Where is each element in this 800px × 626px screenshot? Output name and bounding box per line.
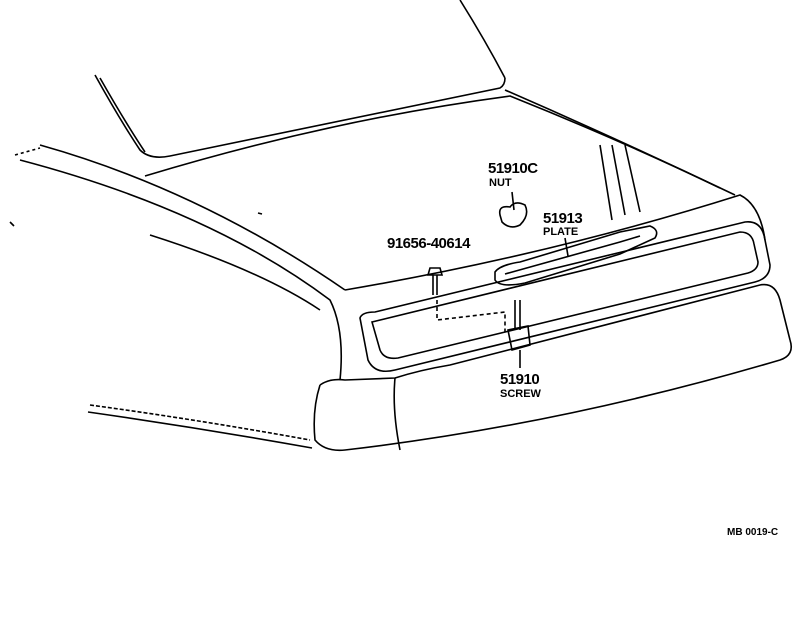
figure-code: MB 0019-C xyxy=(727,527,779,538)
roof-edge xyxy=(459,0,506,79)
bumper-bottom xyxy=(313,339,793,452)
bolt-part-number: 91656-40614 xyxy=(387,235,470,252)
plate-bracket xyxy=(599,144,641,221)
screw-part-number: 51910 xyxy=(500,371,540,388)
nut-part xyxy=(498,202,528,228)
rear-window-frame xyxy=(94,74,506,158)
quarter-panel-line xyxy=(19,159,342,381)
nut-part-name: NUT xyxy=(489,177,512,189)
mark xyxy=(9,212,263,227)
bumper-top xyxy=(319,283,791,386)
tail-panel-inner xyxy=(371,231,759,360)
body-lower-line xyxy=(89,404,311,441)
screw-part-name: SCREW xyxy=(500,388,541,400)
plate-part-name: PLATE xyxy=(543,226,579,238)
hidden-line-left xyxy=(14,147,41,156)
plate-part xyxy=(494,225,658,286)
bolt-part xyxy=(426,267,444,295)
nut-leader xyxy=(511,191,515,211)
bolt-leader-dashed xyxy=(436,300,506,335)
nut-part-number: 51910C xyxy=(488,160,538,177)
quarter-panel-top xyxy=(39,144,346,291)
quarter-panel-inner xyxy=(149,234,321,311)
tail-panel-outer xyxy=(359,221,771,373)
body-lower-line-2 xyxy=(87,411,313,449)
bumper-face xyxy=(393,377,401,451)
rear-window-inner xyxy=(99,77,146,153)
trunk-front-edge xyxy=(144,95,721,189)
plate-leader xyxy=(564,237,569,257)
screw-part xyxy=(507,300,531,352)
roof-side xyxy=(504,89,736,196)
plate-part-number: 51913 xyxy=(543,210,583,227)
plate-part-inner xyxy=(504,235,641,275)
trunk-rear-edge xyxy=(344,194,766,291)
